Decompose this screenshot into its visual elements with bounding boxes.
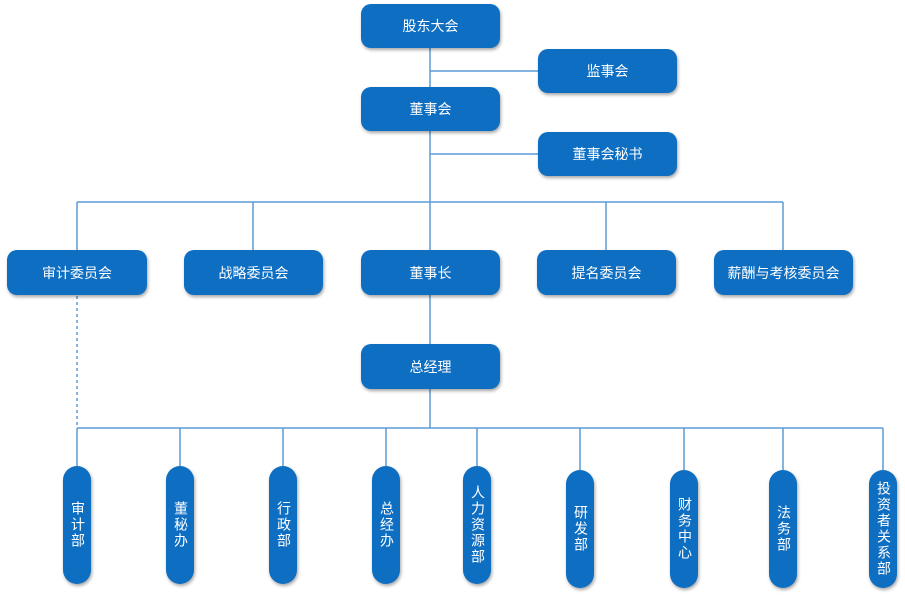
node-supervisory-board-label: 监事会 xyxy=(586,64,629,80)
node-remuneration-committee-label: 薪酬与考核委员会 xyxy=(727,265,840,282)
node-dept-label: 投资者关系部 xyxy=(875,481,891,577)
node-general-manager: 总经理 xyxy=(361,344,500,389)
node-dept-legal: 法务部 xyxy=(769,470,797,588)
node-strategy-committee: 战略委员会 xyxy=(184,250,323,295)
node-nomination-committee-label: 提名委员会 xyxy=(571,265,642,282)
node-nomination-committee: 提名委员会 xyxy=(537,250,676,295)
node-dept-finance: 财务中心 xyxy=(670,470,698,588)
node-board-secretary: 董事会秘书 xyxy=(538,132,677,176)
node-dept-board-office: 董秘办 xyxy=(166,466,194,584)
node-supervisory-board: 监事会 xyxy=(538,49,677,93)
node-dept-label: 审计部 xyxy=(69,501,85,549)
node-audit-committee: 审计委员会 xyxy=(7,250,147,295)
node-dept-investor-relations: 投资者关系部 xyxy=(869,470,897,588)
node-chairman-label: 董事长 xyxy=(409,265,452,282)
node-strategy-committee-label: 战略委员会 xyxy=(218,265,289,282)
node-dept-label: 研发部 xyxy=(572,505,588,553)
node-dept-audit: 审计部 xyxy=(63,466,91,584)
node-dept-rnd: 研发部 xyxy=(566,470,594,588)
node-board-of-directors: 董事会 xyxy=(361,87,500,131)
node-shareholders-meeting: 股东大会 xyxy=(361,4,500,48)
node-dept-human-resources: 人力资源部 xyxy=(463,466,491,584)
node-dept-gm-office: 总经办 xyxy=(372,466,400,584)
node-dept-label: 法务部 xyxy=(775,505,791,553)
node-board-of-directors-label: 董事会 xyxy=(409,102,452,118)
node-general-manager-label: 总经理 xyxy=(409,359,452,376)
node-dept-administration: 行政部 xyxy=(269,466,297,584)
node-board-secretary-label: 董事会秘书 xyxy=(572,147,643,163)
node-dept-label: 行政部 xyxy=(275,501,291,549)
node-chairman: 董事长 xyxy=(361,250,500,295)
node-dept-label: 人力资源部 xyxy=(469,485,485,565)
node-dept-label: 财务中心 xyxy=(676,497,692,561)
node-dept-label: 董秘办 xyxy=(172,501,188,549)
node-remuneration-committee: 薪酬与考核委员会 xyxy=(714,250,853,295)
node-dept-label: 总经办 xyxy=(378,501,394,549)
node-shareholders-meeting-label: 股东大会 xyxy=(402,19,459,35)
node-audit-committee-label: 审计委员会 xyxy=(42,265,112,282)
